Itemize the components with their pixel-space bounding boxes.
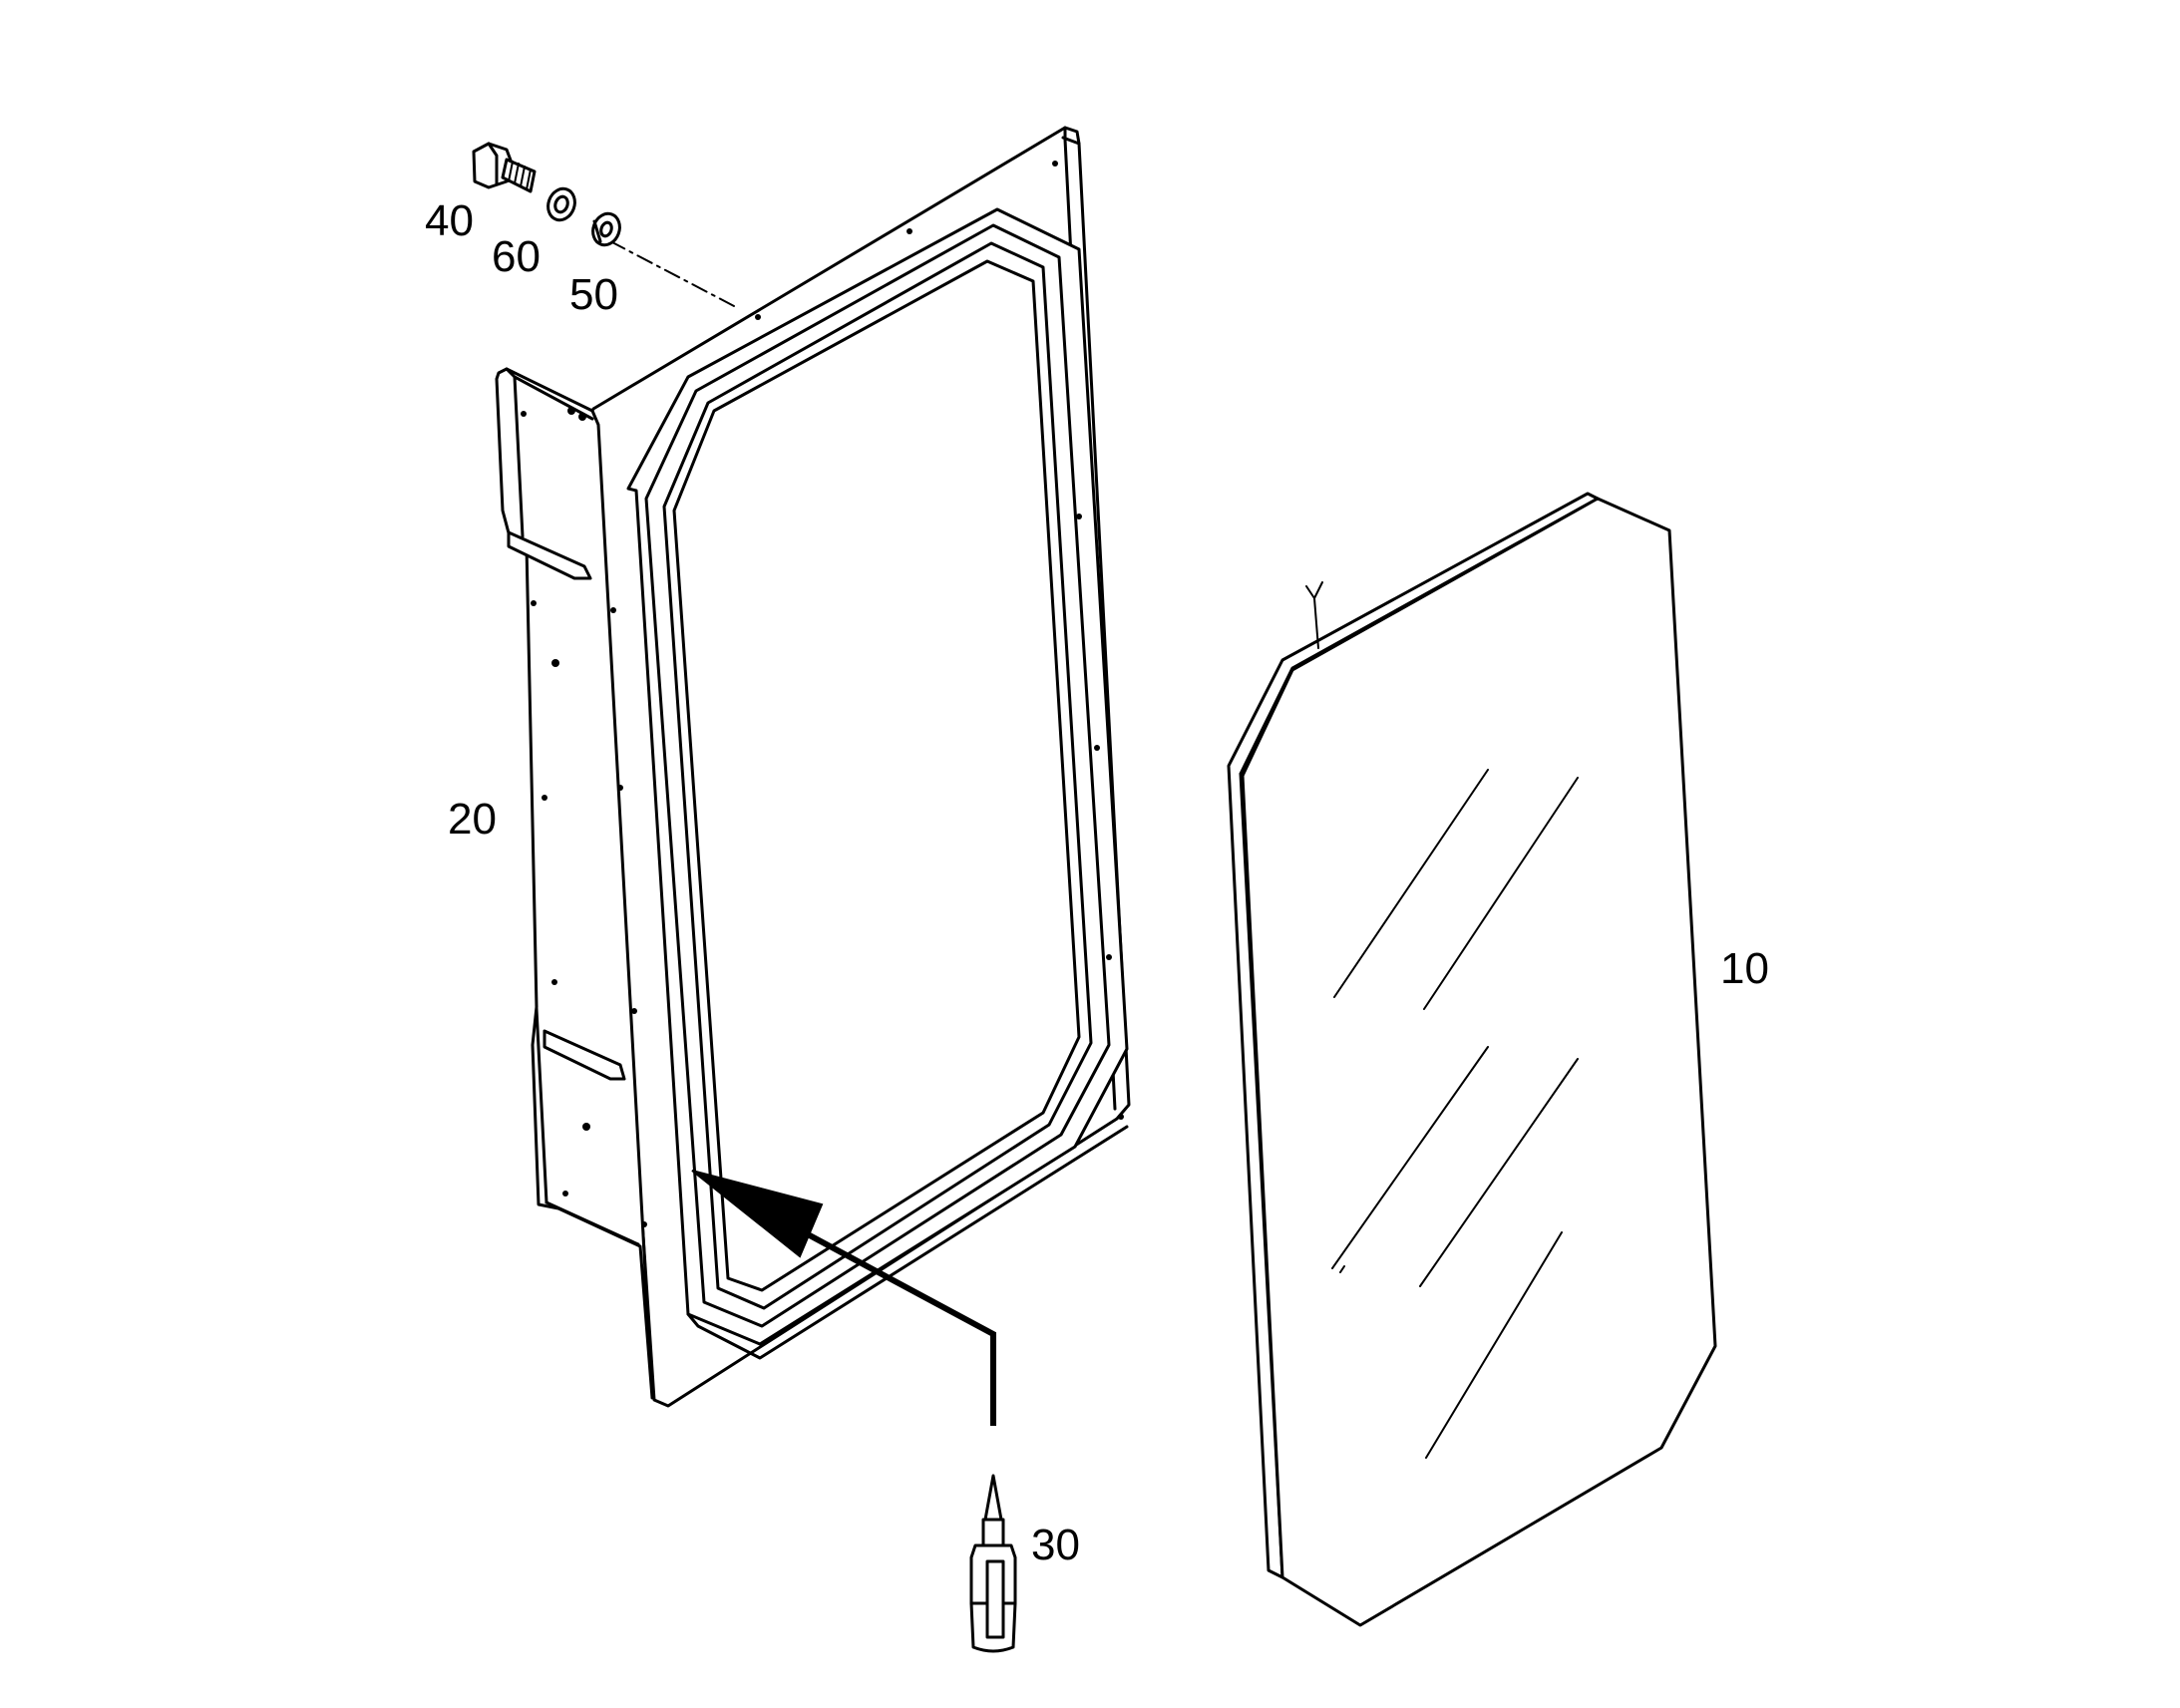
nut-icon <box>591 211 621 247</box>
bolt-icon <box>472 142 537 193</box>
glass-reflection-lines <box>1331 769 1579 1459</box>
callout-10: 10 <box>1720 944 1769 993</box>
callout-60: 60 <box>492 232 541 281</box>
washer-icon <box>546 186 576 222</box>
assembly-centerline <box>609 240 737 308</box>
callout-40: 40 <box>425 196 474 245</box>
window-frame-icon <box>495 126 1131 1408</box>
sealant-tube-icon <box>969 1474 1017 1653</box>
callout-50: 50 <box>569 270 618 319</box>
callout-30: 30 <box>1031 1521 1080 1569</box>
glass-pane-icon <box>1227 492 1717 1627</box>
callout-20: 20 <box>448 795 497 844</box>
application-arrow-icon <box>691 1170 996 1426</box>
